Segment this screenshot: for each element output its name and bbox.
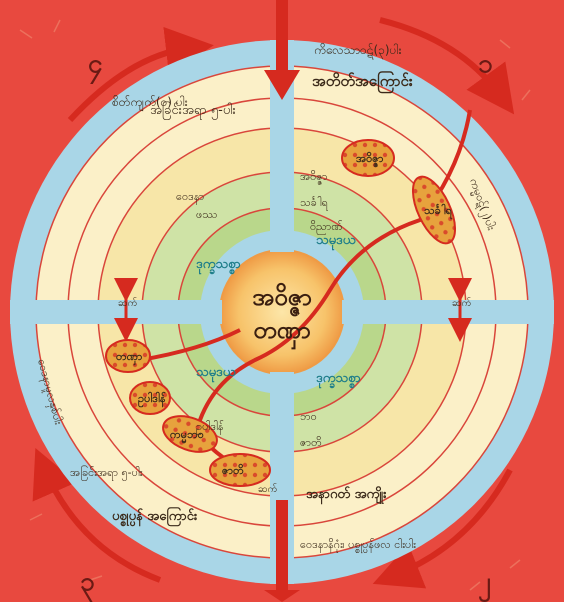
- label-future-ring-2: ဘဝ: [300, 410, 317, 423]
- label-present-effects: အခြင်းအရာ ၅-ပါး: [150, 101, 236, 120]
- label-present-causes-sub: အခြင်းအရာ ၅-ပါး: [70, 465, 143, 481]
- side-label-left: ဆက်: [118, 296, 137, 309]
- side-label-bottom: ဆက်: [258, 482, 277, 495]
- label-present-ring-1: ဝေဒနာ: [176, 190, 204, 205]
- label-past-ring-2: သင်္ခါရ: [300, 196, 329, 211]
- side-label-right: ဆက်: [452, 296, 471, 309]
- capsule-label-3: တဏှာ: [116, 350, 143, 365]
- label-future-ring-3: ဇာတိ: [300, 436, 322, 449]
- label-past-ring-1: အဝိဇ္ဇာ: [300, 170, 327, 185]
- label-present-causes: ပစ္စုပ္ပန် အကြောင်း: [112, 506, 198, 527]
- corner-number-1: ၁: [478, 49, 493, 79]
- capsule-label-6: ဇာတိ: [222, 463, 245, 477]
- label-present-ring-2: ဖဿ: [196, 208, 218, 221]
- label-bottom-right-outer: ဝေဒနာနိဂုံး၊ ပစ္စုပ္ပန်ဖလ ငါးပါး: [300, 538, 416, 553]
- corner-number-2: ၂: [478, 567, 491, 602]
- corner-number-3: ၃: [80, 567, 95, 602]
